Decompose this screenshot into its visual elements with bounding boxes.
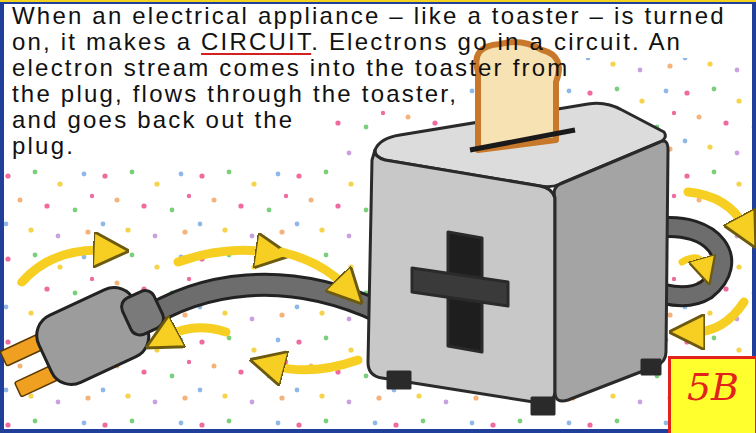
page-number-box: 5B	[668, 356, 756, 433]
flow-arrows	[22, 192, 744, 370]
flow-arrow	[22, 250, 104, 282]
toaster-foot	[532, 398, 554, 414]
plug	[0, 272, 174, 408]
bread-slot	[470, 130, 575, 150]
key-term: CIRCUIT	[201, 28, 311, 55]
confetti	[4, 4, 752, 429]
cord	[140, 285, 380, 322]
plug-strain-relief	[118, 287, 167, 338]
page-number: 5B	[687, 365, 739, 409]
text-block: When an electrical appliance – like a to…	[12, 3, 748, 159]
flow-arrow	[682, 258, 704, 266]
cord-outline	[140, 285, 380, 322]
flow-arrow	[688, 192, 744, 226]
toaster-foot	[642, 360, 660, 374]
flow-arrow	[282, 252, 345, 286]
flow-arrow	[274, 360, 358, 370]
toaster-foot	[388, 372, 410, 388]
flow-arrow	[178, 250, 266, 262]
toaster-side	[554, 141, 668, 401]
toaster-front	[368, 150, 555, 403]
panel	[4, 4, 752, 429]
flow-arrow	[168, 328, 226, 336]
flow-arrow	[694, 302, 744, 332]
lever-handle	[412, 268, 508, 306]
top-stripe	[0, 0, 756, 2]
